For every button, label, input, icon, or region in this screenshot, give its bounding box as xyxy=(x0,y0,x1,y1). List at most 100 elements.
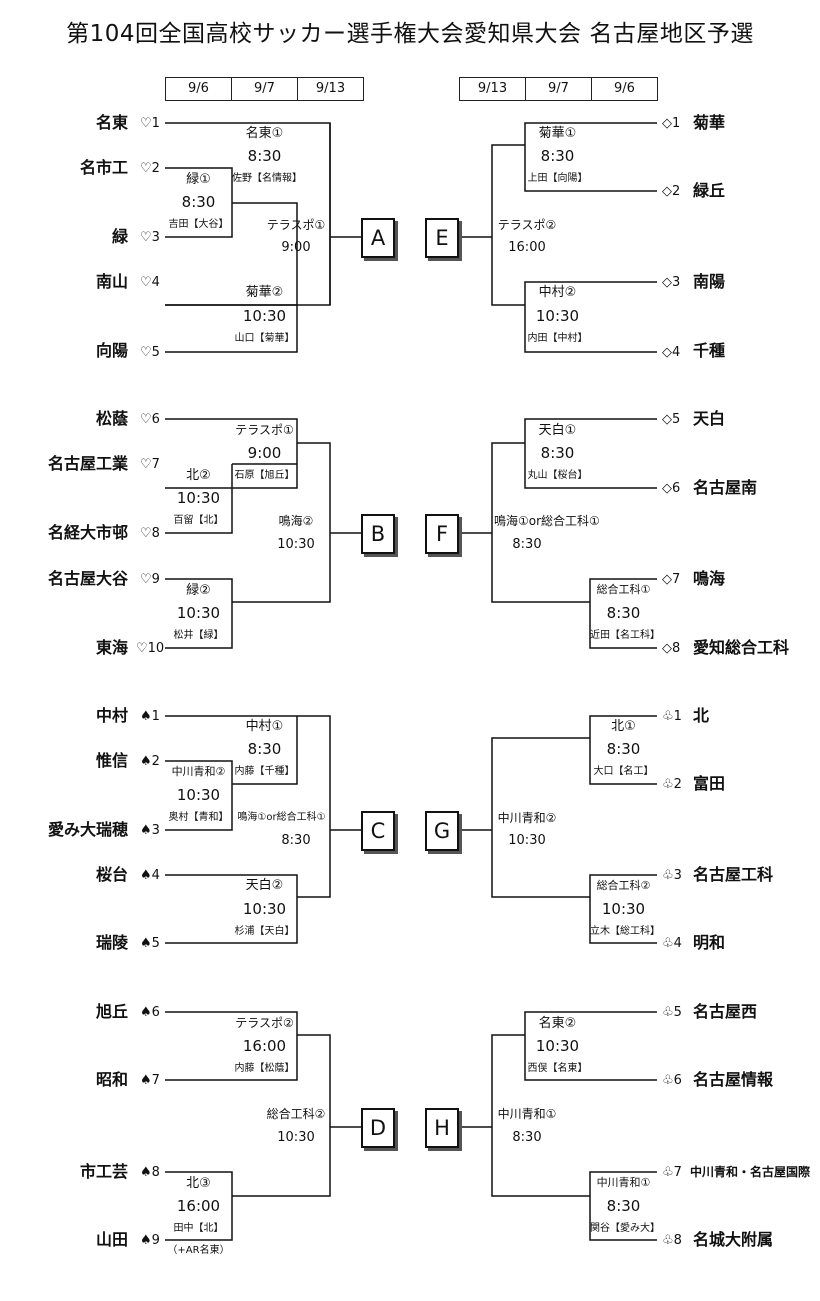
seed-number: ♡3 xyxy=(140,230,160,245)
match-time: 16:00 xyxy=(508,240,546,255)
date-cell: 9/6 xyxy=(614,81,635,96)
bracket-line xyxy=(297,738,331,898)
team-name: 菊華 xyxy=(693,113,726,132)
match-venue: 鳴海② xyxy=(278,514,314,528)
bracket-line xyxy=(165,715,331,738)
seed-number: ♡10 xyxy=(136,641,165,656)
seed-number: ♡9 xyxy=(140,572,160,587)
seed-number: ♧3 xyxy=(662,868,682,883)
match-venue: 菊華① xyxy=(538,126,577,141)
block-label: C xyxy=(361,811,395,851)
bracket-line xyxy=(165,578,233,649)
team-name: 名古屋南 xyxy=(693,478,758,497)
match-referee: 内田【中村】 xyxy=(527,333,588,344)
seed-number: ♠1 xyxy=(140,709,160,724)
seed-number: ♠9 xyxy=(140,1233,160,1248)
seed-number: ◇1 xyxy=(662,116,681,131)
seed-number: ♡1 xyxy=(140,116,160,131)
team-name: 東海 xyxy=(95,638,128,657)
team-name: 名経大市邨 xyxy=(47,523,128,542)
bracket-line xyxy=(165,1171,233,1241)
team-name: 向陽 xyxy=(95,341,128,360)
bracket-line xyxy=(524,281,657,353)
page-title: 第104回全国高校サッカー選手権大会愛知県大会 名古屋地区予選 xyxy=(66,21,754,47)
bracket-line xyxy=(165,760,233,831)
bracket-line xyxy=(524,122,657,192)
bracket-line xyxy=(232,1034,331,1197)
dates-left: 9/6 9/7 9/13 xyxy=(165,77,364,101)
match-referee: 吉田【大谷】 xyxy=(168,219,229,230)
match-venue: 北② xyxy=(186,468,211,483)
match-referee: 立木【総工科】 xyxy=(590,926,660,937)
match-referee: 松井【緑】 xyxy=(173,630,224,641)
seed-number: ♧7 xyxy=(662,1165,682,1180)
block-label: B xyxy=(361,514,395,554)
seed-number: ◇5 xyxy=(662,412,681,427)
dates-right: 9/13 9/7 9/6 xyxy=(459,77,658,101)
match-time: 10:30 xyxy=(535,307,580,325)
match-time: 10:30 xyxy=(508,833,546,848)
bracket-line xyxy=(491,737,590,898)
bracket-line xyxy=(165,418,298,489)
match-time: 8:30 xyxy=(540,147,575,165)
match-time: 9:00 xyxy=(281,240,311,255)
seed-number: ◇2 xyxy=(662,184,681,199)
bracket-line xyxy=(524,418,657,489)
match-time: 8:30 xyxy=(540,444,575,462)
match-venue: 総合工科② xyxy=(596,879,651,892)
match-time: 10:30 xyxy=(277,537,315,552)
seed-number: ♧6 xyxy=(662,1073,682,1088)
team-name: 名市工 xyxy=(79,158,128,177)
match-referee: 田中【北】 xyxy=(173,1223,224,1234)
team-name: 愛み大瑞穂 xyxy=(47,820,128,839)
match-time: 16:00 xyxy=(176,1197,221,1215)
block-label: F xyxy=(425,514,459,554)
team-name: 名古屋工科 xyxy=(693,865,774,884)
team-name: 千種 xyxy=(693,341,726,360)
match-referee: 上田【向陽】 xyxy=(527,173,588,184)
bracket-line xyxy=(491,1034,590,1197)
match-time: 9:00 xyxy=(247,444,282,462)
seed-number: ♠6 xyxy=(140,1005,160,1020)
team-name: 富田 xyxy=(693,774,726,793)
bracket-line xyxy=(165,464,233,534)
seed-number: ♡7 xyxy=(140,457,160,472)
seed-number: ♠7 xyxy=(140,1073,160,1088)
team-name: 瑞陵 xyxy=(95,933,128,952)
seed-number: ◇8 xyxy=(662,641,681,656)
match-venue: 菊華② xyxy=(245,285,284,300)
match-venue: 天白② xyxy=(245,878,284,893)
match-venue: テラスポ② xyxy=(497,218,557,232)
block-label: A xyxy=(361,218,395,258)
seed-number: ♠4 xyxy=(140,868,160,883)
seed-number: ♡4 xyxy=(140,275,160,290)
block-label: E xyxy=(425,218,459,258)
bracket-line xyxy=(491,442,590,603)
match-referee: 山口【菊華】 xyxy=(234,333,295,344)
bracket-line xyxy=(524,1011,657,1081)
match-venue: 名東① xyxy=(245,126,284,141)
match-referee: 佐野【名情報】 xyxy=(232,173,302,184)
seed-number: ♡6 xyxy=(140,412,160,427)
match-referee: 内藤【松蔭】 xyxy=(234,1063,295,1074)
seed-number: ♡5 xyxy=(140,345,160,360)
bracket-line xyxy=(232,716,298,785)
seed-number: ♡8 xyxy=(140,526,160,541)
seed-number: ♠3 xyxy=(140,823,160,838)
team-name: 昭和 xyxy=(95,1070,128,1089)
match-venue: テラスポ② xyxy=(235,1016,294,1030)
date-cell: 9/7 xyxy=(232,78,298,100)
team-name: 山田 xyxy=(95,1230,128,1249)
team-name: 旭丘 xyxy=(95,1002,128,1021)
seed-number: ♧8 xyxy=(662,1233,682,1248)
bracket-line xyxy=(589,1171,657,1241)
team-name: 南陽 xyxy=(693,272,726,291)
seed-number: ♧2 xyxy=(662,777,682,792)
match-venue: 中川青和① xyxy=(596,1176,651,1189)
team-name: 名東 xyxy=(95,113,128,132)
team-name: 惟信 xyxy=(95,751,128,770)
match-venue: 名東② xyxy=(538,1016,577,1031)
bracket-line xyxy=(589,715,657,785)
match-time: 8:30 xyxy=(512,537,542,552)
